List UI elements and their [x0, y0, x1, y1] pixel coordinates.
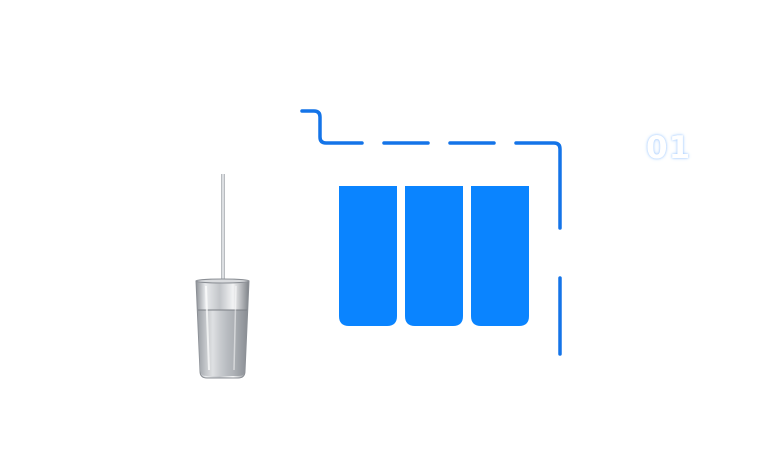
glass-water [198, 310, 247, 376]
filter-cartridges-icon [339, 186, 529, 326]
pipe-top-segment [300, 109, 364, 145]
step-number: 01 [646, 130, 692, 166]
filter-cartridge [405, 186, 463, 326]
filter-cartridge [471, 186, 529, 326]
glass-rim [195, 278, 250, 284]
water-glass-icon [195, 278, 250, 379]
filter-cartridge [339, 186, 397, 326]
water-stream [221, 174, 225, 314]
water-pipe-icon [300, 109, 562, 356]
glass-highlight [205, 285, 210, 371]
glass-highlight [233, 285, 237, 371]
pipe-corner-segment [514, 141, 562, 230]
